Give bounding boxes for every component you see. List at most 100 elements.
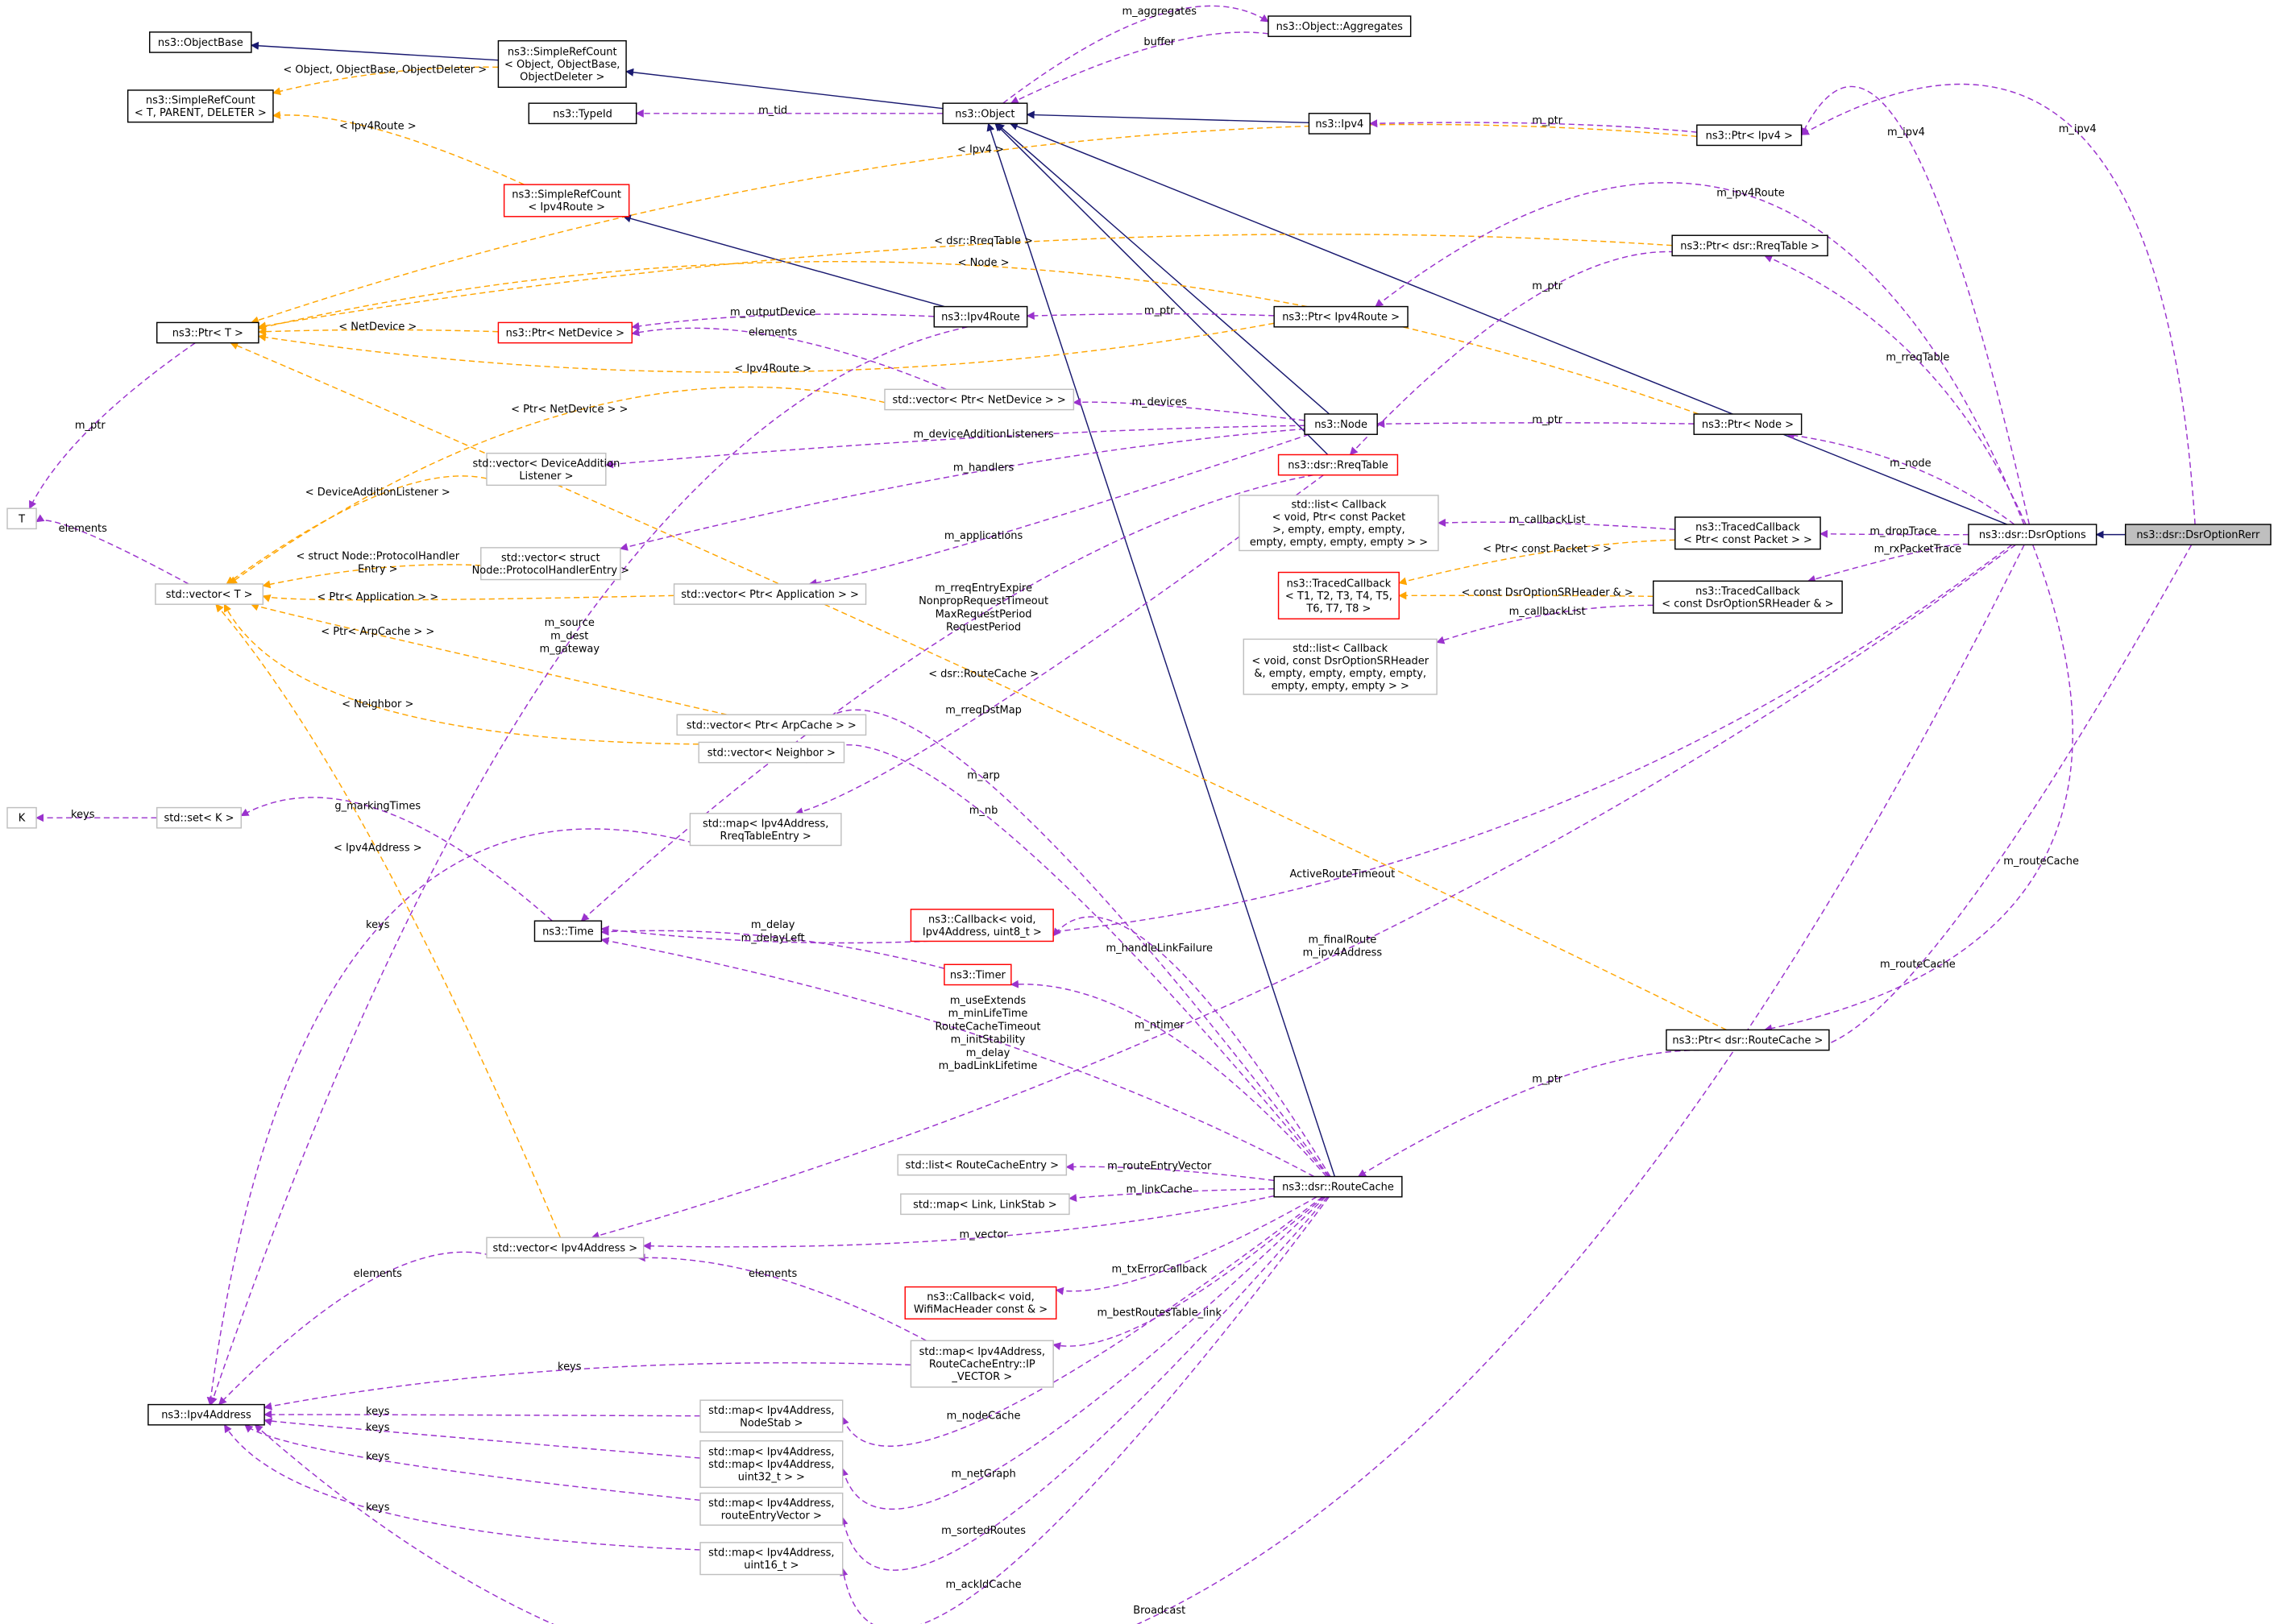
node-box [156,321,259,344]
template-edge [257,327,499,336]
edge-label: < DeviceAdditionListener > [305,487,450,499]
class-node[interactable]: ns3::TracedCallback< Ptr< const Packet >… [1674,516,1821,550]
class-node[interactable]: ns3::dsr::DsrOptionRerr [2124,524,2272,545]
node-label: ns3::Ptr< NetDevice > [506,328,624,340]
node-box [497,39,627,89]
edge-label: m_source [545,617,595,629]
class-node[interactable]: ns3::Ptr< dsr::RreqTable > [1671,234,1828,257]
class-node[interactable]: std::list< RouteCacheEntry > [897,1154,1068,1176]
class-node[interactable]: std::vector< DeviceAdditionListener > [472,452,620,487]
node-box [1968,524,2098,545]
class-node[interactable]: std::vector< structNode::ProtocolHandler… [472,547,629,581]
node-label: ObjectDeleter > [520,72,604,84]
member-edge [1764,545,2073,1033]
template-edge [257,260,1699,415]
node-box [497,321,633,344]
class-node[interactable]: ns3::Ipv4Address [147,1403,265,1426]
node-box [1671,234,1828,257]
inherit-edge [622,214,945,308]
node-label: uint32_t > > [738,1472,805,1484]
class-node[interactable]: std::vector< Ptr< NetDevice > > [884,388,1075,411]
class-node[interactable]: std::map< Ipv4Address,RreqTableEntry > [689,813,842,847]
class-node[interactable]: ns3::Callback< void,WifiMacHeader const … [904,1286,1057,1320]
class-node[interactable]: std::set< K > [156,806,243,829]
class-node[interactable]: std::vector< Ptr< Application > > [673,583,867,605]
class-node[interactable]: std::vector< Ptr< ArpCache > > [676,714,867,736]
class-node[interactable]: std::list< Callback< void, const DsrOpti… [1243,638,1438,695]
node-box [699,1492,844,1526]
class-node[interactable]: ns3::SimpleRefCount< T, PARENT, DELETER … [127,89,274,123]
class-node[interactable]: ns3::Object::Aggregates [1268,15,1412,37]
class-node[interactable]: std::list< Callback< void, Ptr< const Pa… [1239,495,1439,552]
node-label: ns3::dsr::DsrOptionRerr [2136,529,2260,541]
edge-label: < Ipv4Route > [339,121,417,133]
class-node[interactable]: ns3::TracedCallback< T1, T2, T3, T4, T5,… [1277,571,1400,619]
class-node[interactable]: ns3::Time [533,920,603,942]
inherit-edge [1009,122,2008,525]
member-edge [244,1424,701,1502]
class-node[interactable]: ns3::dsr::DsrOptions [1968,524,2098,545]
node-label: ns3::Callback< void, [928,914,1036,926]
member-edge [1010,980,1327,1178]
class-node[interactable]: std::map< Link, LinkStab > [900,1193,1070,1216]
class-node[interactable]: ns3::dsr::RouteCache [1273,1175,1403,1198]
class-node[interactable]: ns3::Ptr< NetDevice > [497,321,633,344]
class-node[interactable]: ns3::Ptr< Ipv4 > [1696,124,1803,147]
edge-label: Entry > [358,564,398,576]
node-label: ns3::TracedCallback [1695,522,1800,534]
class-node[interactable]: ns3::TypeId [528,102,637,125]
node-box [904,1286,1057,1320]
edge-label: m_deviceAdditionListeners [913,429,1053,441]
member-edge [1002,5,1269,104]
node-label: std::vector< Neighbor > [707,748,836,760]
class-node[interactable]: ns3::Node [1304,413,1378,435]
class-node[interactable]: ns3::Callback< void,Ipv4Address, uint8_t… [910,909,1054,942]
class-node[interactable]: K [6,806,37,829]
class-node[interactable]: std::map< Ipv4Address,routeEntryVector > [699,1492,844,1526]
class-node[interactable]: ns3::SimpleRefCount< Object, ObjectBase,… [497,39,627,89]
class-node[interactable]: ns3::Ipv4Route [933,305,1028,328]
edge-label: < Ptr< ArpCache > > [321,626,434,638]
class-node[interactable]: std::map< Ipv4Address,std::map< Ipv4Addr… [699,1440,844,1489]
node-label: std::map< Ipv4Address, [708,1405,834,1417]
class-node[interactable]: std::map< Ipv4Address,uint16_t > [699,1542,844,1576]
node-box [2124,524,2272,545]
member-edge [795,474,1324,816]
template-edge [257,322,1275,373]
member-edge [206,828,703,1406]
member-edge [1010,31,1269,104]
class-node[interactable]: std::map< Ipv4Address,NodeStab > [699,1399,844,1433]
class-node[interactable]: ns3::Ptr< Ipv4Route > [1273,305,1409,328]
member-edge [1369,119,1697,133]
class-node[interactable]: std::vector< T > [155,583,264,605]
class-node[interactable]: ns3::dsr::RreqTable [1277,454,1399,476]
class-node[interactable]: ns3::Ptr< dsr::RouteCache > [1666,1029,1830,1051]
edge-label: m_applications [944,530,1023,542]
edge-label: m_netGraph [951,1469,1015,1481]
edge-label: RouteCacheTimeout [936,1021,1041,1033]
class-node[interactable]: std::map< Ipv4Address,RouteCacheEntry::I… [910,1340,1054,1388]
class-node[interactable]: ns3::Timer [944,963,1012,986]
member-edge [1800,83,2196,525]
edge-label: m_rreqTable [1886,351,1949,363]
class-node[interactable]: std::vector< Neighbor > [698,741,845,764]
edge-label: < dsr::RouteCache > [928,668,1039,680]
class-node[interactable]: ns3::TracedCallback< const DsrOptionSRHe… [1653,580,1843,614]
edge-label: m_rxPacketTrace [1874,543,1962,555]
class-node[interactable]: ns3::Object [942,102,1028,125]
inherit-edge [986,122,1336,1177]
class-node[interactable]: ns3::ObjectBase [148,31,252,53]
class-node[interactable]: T [6,508,37,530]
template-edge [272,66,499,96]
class-node[interactable]: ns3::SimpleRefCount< Ipv4Route > [503,184,630,218]
class-node[interactable]: ns3::Ipv4 [1308,113,1371,135]
class-node[interactable]: std::vector< Ipv4Address > [486,1237,645,1259]
node-box [933,305,1028,328]
member-edge [1437,518,1675,530]
class-node[interactable]: ns3::Ptr< Node > [1693,413,1803,435]
member-edge [808,433,1310,587]
node-box [1653,580,1843,614]
node-label: ns3::TypeId [553,108,612,120]
edge-label: m_delay [751,919,795,931]
class-node[interactable]: ns3::Ptr< T > [156,321,259,344]
